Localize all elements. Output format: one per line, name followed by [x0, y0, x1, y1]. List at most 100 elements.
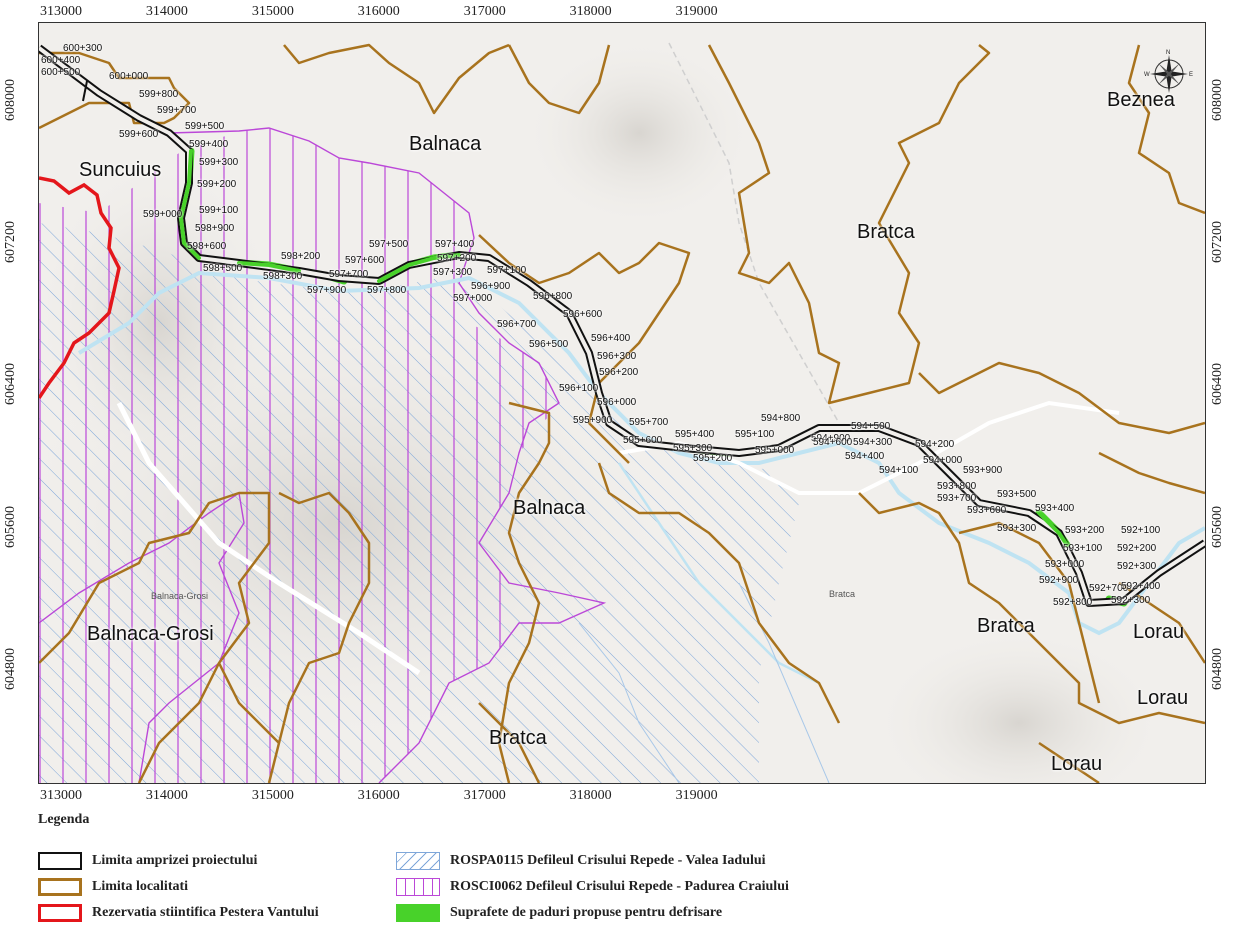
coordinate-label: 314000	[145, 788, 188, 803]
coordinate-label: 605600	[1210, 505, 1225, 548]
coordinate-label: 318000	[569, 4, 612, 19]
place-label: Lorau	[1133, 621, 1185, 643]
kilometer-mark: 597+600	[345, 255, 385, 266]
coordinate-label: 606400	[1210, 363, 1225, 406]
kilometer-mark: 599+300	[199, 157, 239, 168]
kilometer-mark: 597+800	[367, 285, 407, 296]
legend-label: ROSPA0115 Defileul Crisului Repede - Val…	[450, 853, 766, 868]
kilometer-mark: 599+800	[139, 89, 179, 100]
rosci-boundary	[39, 491, 245, 783]
kilometer-mark: 594+900	[811, 433, 851, 444]
legend-label: Suprafete de paduri propuse pentru defri…	[450, 905, 723, 920]
legend-swatch-rosci	[396, 878, 440, 896]
legend-swatch-reserve	[38, 904, 82, 922]
kilometer-mark: 598+600	[187, 241, 227, 252]
coordinate-label: 606400	[3, 363, 18, 406]
kilometer-mark: 593+800	[937, 481, 977, 492]
stream	[738, 582, 830, 783]
kilometer-mark: 593+600	[967, 505, 1007, 516]
coordinate-label: 313000	[40, 4, 82, 19]
kilometer-mark: 595+400	[675, 429, 715, 440]
place-label: Beznea	[1107, 89, 1175, 111]
kilometer-mark: 593+200	[1065, 525, 1105, 536]
place-label: Bratca	[857, 221, 915, 243]
kilometer-mark: 593+300	[997, 523, 1037, 534]
place-label: Balnaca	[513, 497, 586, 519]
kilometer-mark: 595+200	[693, 453, 733, 464]
coordinate-label: 607200	[3, 221, 18, 264]
kilometer-mark: 593+400	[1035, 503, 1075, 514]
coordinate-label: 608000	[3, 79, 18, 121]
legend-swatch-forest	[396, 904, 440, 922]
legend-label: Rezervatia stiintifica Pestera Vantului	[92, 905, 319, 920]
coordinate-label: 317000	[463, 4, 506, 19]
kilometer-mark: 595+700	[629, 417, 669, 428]
coordinate-label: 608000	[1210, 79, 1225, 121]
coordinate-label: 319000	[675, 788, 718, 803]
kilometer-mark: 592+700	[1089, 583, 1129, 594]
kilometer-mark: 596+100	[559, 383, 599, 394]
road	[116, 401, 421, 676]
kilometer-mark: 598+500	[203, 263, 243, 274]
kilometer-mark: 597+500	[369, 239, 409, 250]
place-label: Balnaca	[409, 133, 482, 155]
kilometer-mark: 593+500	[997, 489, 1037, 500]
coordinate-label: 318000	[569, 788, 612, 803]
legend-label: Limita localitati	[92, 879, 189, 894]
kilometer-mark: 598+900	[195, 223, 235, 234]
legend-swatch-locality-limit	[38, 878, 82, 896]
rosci-area	[39, 128, 559, 783]
railway-dashed	[668, 42, 840, 424]
coordinate-label: 316000	[357, 788, 400, 803]
place-label: Lorau	[1051, 753, 1103, 775]
kilometer-mark: 597+000	[453, 293, 493, 304]
kilometer-mark: 599+200	[197, 179, 237, 190]
kilometer-mark: 592+400	[1121, 581, 1161, 592]
kilometer-mark: 597+400	[435, 239, 475, 250]
kilometer-mark: 592+100	[1121, 525, 1161, 536]
kilometer-mark: 597+300	[433, 267, 473, 278]
kilometer-mark: 593+700	[937, 493, 977, 504]
kilometer-mark: 595+000	[755, 445, 795, 456]
kilometer-mark: 596+400	[591, 333, 631, 344]
place-label: Bratca	[489, 727, 547, 749]
place-label: Lorau	[1137, 687, 1189, 709]
legend-swatch-project-limit	[38, 852, 82, 870]
small-place-label: Bratca	[829, 589, 856, 599]
kilometer-mark: 593+100	[1063, 543, 1103, 554]
kilometer-mark: 594+100	[879, 465, 919, 476]
terrain-shade	[879, 633, 1159, 783]
legend-label: Limita amprizei proiectului	[92, 853, 258, 868]
kilometer-mark: 596+900	[471, 281, 511, 292]
place-label: Balnaca-Grosi	[87, 623, 214, 645]
kilometer-mark: 597+700	[329, 269, 369, 280]
kilometer-mark: 595+300	[673, 443, 713, 454]
kilometer-mark: 600+500	[41, 67, 81, 78]
kilometer-mark: 597+200	[437, 253, 477, 264]
legend-swatch-rospa	[396, 852, 440, 870]
compass-rose-icon: N W E	[1144, 50, 1193, 93]
place-label: Suncuius	[79, 159, 162, 181]
kilometer-mark: 597+100	[487, 265, 527, 276]
kilometer-mark: 599+500	[185, 121, 225, 132]
kilometer-mark: 599+400	[189, 139, 229, 150]
coordinate-label: 604800	[3, 647, 18, 690]
kilometer-mark: 599+700	[157, 105, 197, 116]
kilometer-mark: 594+600	[813, 437, 853, 448]
kilometer-mark: 593+900	[963, 465, 1003, 476]
coordinate-label: 314000	[145, 4, 188, 19]
kilometer-mark: 598+200	[281, 251, 321, 262]
coordinate-label: 604800	[1210, 647, 1225, 690]
locality-boundaries	[39, 43, 1205, 783]
kilometer-mark: 594+500	[851, 421, 891, 432]
kilometer-mark: 596+300	[597, 351, 637, 362]
map-canvas[interactable]	[39, 23, 1205, 783]
coordinate-label: 315000	[251, 788, 294, 803]
kilometer-mark: 600+400	[41, 55, 81, 66]
kilometer-mark: 599+000	[143, 209, 183, 220]
kilometer-mark: 599+600	[119, 129, 159, 140]
coordinate-label: 607200	[1210, 221, 1225, 264]
kilometer-mark: 595+100	[735, 429, 775, 440]
kilometer-mark: 596+000	[597, 397, 637, 408]
